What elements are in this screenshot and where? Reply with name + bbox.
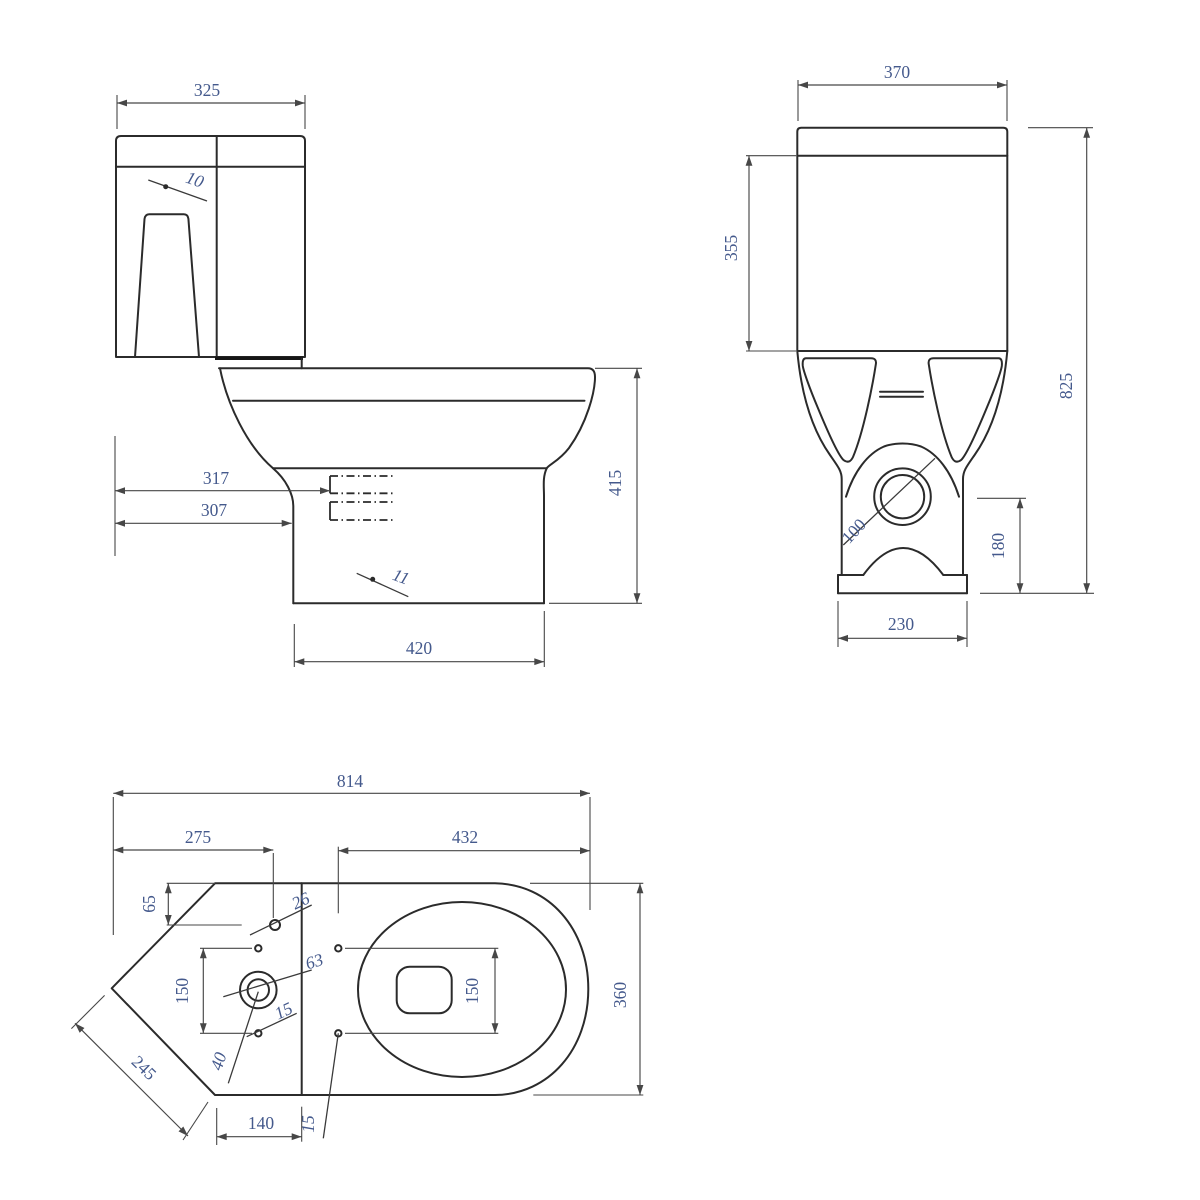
- dim-label-plan-140: 140: [248, 1113, 275, 1133]
- dim-label-plan-15-mid: 15: [271, 998, 296, 1024]
- side-flush-trapezoid: [134, 213, 200, 358]
- front-bowl-left-profile: [796, 350, 843, 576]
- plan-trapway-opening: [395, 965, 453, 1015]
- side-callout-tank-hole: 10: [148, 167, 208, 202]
- front-dim-overall-height: 825: [980, 127, 1094, 594]
- dim-label-front-180: 180: [988, 533, 1008, 560]
- plan-dim-overall-length: 814: [112, 771, 591, 935]
- dim-label-front-370: 370: [884, 62, 911, 82]
- callout-dot: [163, 184, 169, 190]
- side-fixing-brackets: [329, 475, 396, 521]
- plan-callout-supply-inner: 40: [206, 991, 259, 1084]
- dim-label-side-317: 317: [203, 468, 230, 488]
- side-cistern-outline: [115, 135, 306, 358]
- dim-label-plan-150-left: 150: [172, 978, 192, 1005]
- dim-label-plan-432: 432: [452, 827, 478, 847]
- front-callout-outlet-dia: 100: [837, 457, 936, 547]
- dim-label-plan-40: 40: [206, 1049, 231, 1072]
- dim-label-plan-245: 245: [128, 1051, 161, 1084]
- plan-dim-front-section: 140: [216, 1106, 303, 1145]
- dim-label-front-230: 230: [888, 614, 915, 634]
- dim-label-plan-150-right: 150: [462, 978, 482, 1005]
- dim-label-side-325: 325: [194, 80, 221, 100]
- side-callout-pan-hole: 11: [356, 564, 412, 598]
- dim-label-plan-814: 814: [337, 771, 364, 791]
- plan-dim-fixing-pitch-left: 150: [172, 947, 252, 1034]
- dim-label-plan-65: 65: [139, 895, 159, 913]
- front-bowl-right-profile: [962, 350, 1009, 576]
- side-dim-tank-width: 325: [116, 80, 306, 129]
- dim-label-front-825: 825: [1056, 373, 1076, 400]
- dim-label-front-355: 355: [721, 235, 741, 262]
- front-dim-base-width: 230: [837, 601, 968, 647]
- dim-label-side-callout-10: 10: [183, 167, 206, 192]
- side-seat-outline: [218, 367, 596, 605]
- front-outlet-outer-circle: [873, 467, 932, 527]
- plan-supply-hole-inner: [246, 978, 270, 1002]
- front-wing-left: [801, 357, 877, 463]
- side-view: 10 11 325 317 307 415: [114, 80, 642, 667]
- front-cistern-outline: [796, 126, 1009, 352]
- plan-callout-supply-dia: 63: [223, 949, 326, 998]
- front-dim-tank-height: 355: [721, 155, 796, 352]
- side-back-curve: [219, 367, 295, 605]
- front-view: 100 370 355 825 180: [721, 62, 1094, 647]
- plan-dim-overall-width: 360: [530, 882, 644, 1096]
- dim-label-plan-275: 275: [185, 827, 212, 847]
- front-dim-outlet-height: 180: [977, 497, 1026, 594]
- dim-label-side-307: 307: [201, 500, 228, 520]
- side-dim-base-depth: 420: [293, 611, 545, 667]
- plan-outline: [110, 882, 590, 1096]
- plan-dim-rear-section: 275: [113, 827, 274, 918]
- side-dim-setouts: 317 307: [114, 436, 330, 556]
- plan-fixing-hole-top-left: [254, 944, 263, 953]
- dim-label-plan-63: 63: [303, 949, 326, 973]
- dim-label-side-415: 415: [605, 470, 625, 497]
- dim-label-plan-26: 26: [288, 888, 313, 914]
- plan-dim-edge-offset: 65: [139, 882, 242, 926]
- front-outlet-inner-circle: [879, 474, 926, 520]
- dim-label-side-callout-11: 11: [390, 564, 412, 588]
- dim-label-side-420: 420: [406, 638, 433, 658]
- plan-callout-bolt-offset: 15: [298, 1033, 339, 1139]
- side-dim-pan-height: 415: [549, 367, 642, 604]
- plan-seat-ring: [357, 901, 567, 1078]
- plan-view: 26 63 40 15 15 814 275: [71, 771, 644, 1145]
- callout-dot: [370, 576, 376, 582]
- plan-supply-hole-outer: [238, 970, 278, 1010]
- plan-callout-hinge-dia: 26: [249, 888, 313, 936]
- plan-fixing-hole-top-right: [334, 944, 343, 953]
- plan-dim-bowl-section: 432: [337, 827, 590, 914]
- front-trapway-hump: [845, 442, 960, 498]
- dim-label-plan-360: 360: [610, 982, 630, 1009]
- plan-dim-fixing-pitch-right: 150: [345, 947, 499, 1034]
- front-dim-tank-width: 370: [797, 62, 1008, 121]
- dim-label-plan-15-bottom: 15: [298, 1115, 318, 1133]
- front-base-arch: [862, 547, 945, 576]
- front-wing-right: [927, 357, 1003, 463]
